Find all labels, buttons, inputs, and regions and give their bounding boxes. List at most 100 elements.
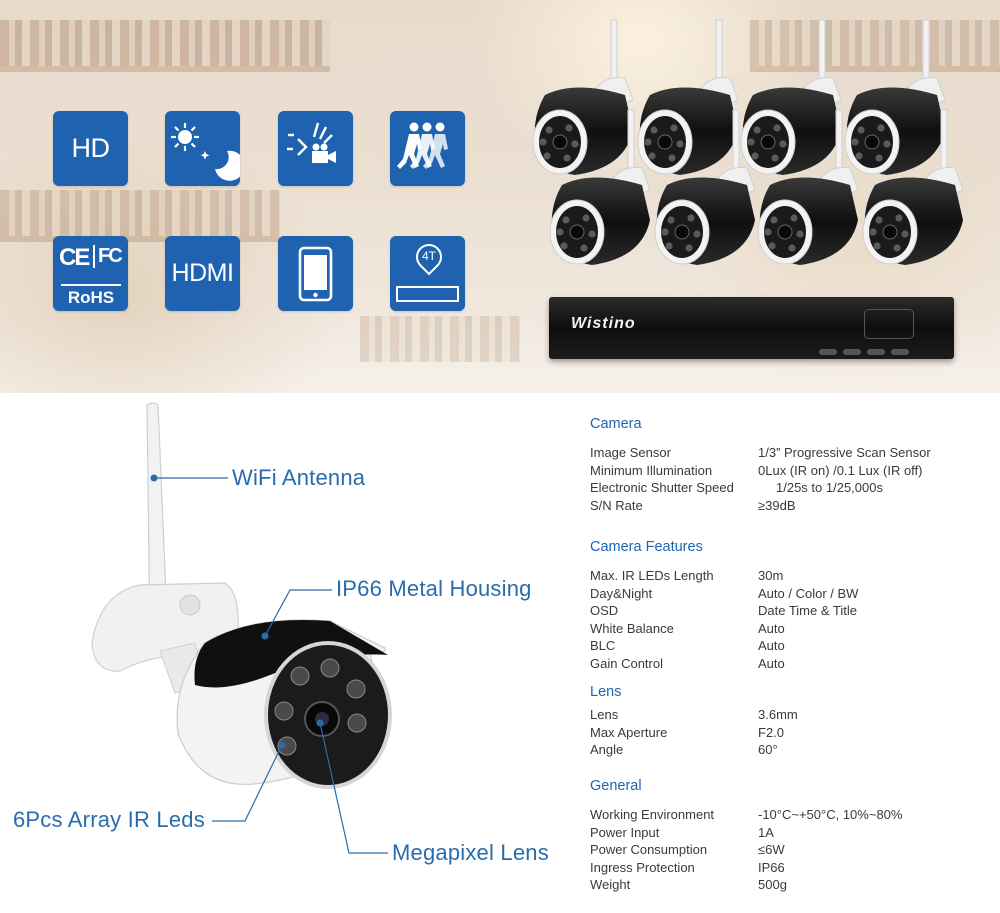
hdmi-icon: HDMI: [165, 236, 240, 311]
bullet-camera: [549, 109, 651, 265]
nvr-buttons: [819, 349, 909, 355]
spec-value: 0Lux (IR on) /0.1 Lux (IR off): [758, 462, 923, 478]
ir-led: [747, 138, 755, 146]
section-title: Lens: [590, 684, 622, 700]
section-title: Camera: [590, 416, 642, 432]
storage-4t-icon: 4T: [390, 236, 465, 311]
spec-row: Working Environment -10°C~+50°C, 10%~80%: [590, 806, 990, 824]
ir-led: [588, 230, 596, 238]
ir-led: [644, 138, 652, 146]
motion-tracking-icon: [390, 111, 465, 186]
spec-label: Image Sensor: [590, 445, 671, 460]
camera-lens: [882, 224, 898, 240]
ir-led: [883, 140, 891, 148]
ir-led: [773, 124, 781, 132]
bookshelf-row: [0, 20, 330, 66]
ir-led: [670, 124, 678, 132]
bookshelf-row: [750, 20, 1000, 66]
spec-value: 30m: [758, 568, 784, 583]
camera-lens: [777, 224, 793, 240]
spec-label: Gain Control: [590, 655, 663, 671]
spec-label: Max. IR LEDs Length: [590, 568, 714, 583]
spec-value: Auto / Color / BW: [758, 585, 859, 601]
camera-lens: [657, 134, 673, 150]
camera-lens: [569, 224, 585, 240]
ir-led: [562, 216, 570, 224]
motion-detection-icon: [278, 111, 353, 186]
ir-led: [855, 152, 863, 160]
callout-lines: [150, 474, 388, 854]
spec-label: Day&Night: [590, 585, 653, 601]
ir-led: [895, 214, 903, 222]
ir-led: [857, 126, 865, 134]
spec-value: ≥39dB: [758, 497, 796, 513]
ir-led: [665, 242, 673, 250]
bullet-camera: [532, 19, 634, 175]
spec-value: ≤6W: [758, 842, 785, 858]
ir-led: [873, 242, 881, 250]
spec-value: Auto: [758, 655, 785, 671]
hard-drive-icon: [396, 286, 459, 302]
spec-label: Working Environment: [590, 807, 715, 822]
spec-row: Day&Night Auto / Color / BW: [590, 585, 990, 603]
spec-value: 1A: [758, 824, 774, 840]
spec-value: -10°C~+50°C, 10%~80%: [758, 807, 903, 822]
spec-row: BLC Auto: [590, 637, 990, 655]
ir-led: [650, 126, 658, 134]
spec-row: S/N Rate ≥39dB: [590, 497, 990, 515]
ir-led: [693, 230, 701, 238]
spec-label: Lens: [590, 707, 619, 722]
ir-led: [764, 228, 772, 236]
ir-led: [685, 244, 693, 252]
spec-row: Power Consumption≤6W: [590, 841, 990, 859]
day-night-icon: [165, 111, 240, 186]
camera-alert-icon: [287, 122, 336, 163]
spec-label: BLC: [590, 638, 616, 654]
certification-icon: CE FC RoHS: [53, 236, 128, 311]
spec-row: Angle 60°: [590, 741, 990, 759]
spec-label: Max Aperture: [590, 724, 668, 740]
callout-ir-leds: 6Pcs Array IR Leds: [13, 807, 205, 832]
ir-led: [687, 214, 695, 222]
spec-value: 60°: [758, 742, 778, 758]
ir-led: [875, 216, 883, 224]
spec-value: 500g: [758, 877, 787, 893]
ir-led: [539, 138, 547, 146]
nvr-recorder: Wistino: [549, 297, 954, 359]
rohs-mark: RoHS: [61, 284, 121, 308]
shelf-board: [0, 236, 280, 242]
spec-row: Weight 500g: [590, 876, 990, 894]
bullet-camera: [654, 109, 756, 265]
nvr-button: [819, 349, 837, 355]
spec-value: Auto: [758, 638, 785, 654]
bookshelf-row: [360, 316, 520, 362]
spec-label: Angle: [590, 742, 624, 758]
spec-label: S/N Rate: [590, 497, 643, 513]
spec-row: Max. IR LEDs Length 30m: [590, 567, 990, 585]
ir-led: [667, 216, 675, 224]
ir-led: [543, 152, 551, 160]
spec-label: OSD: [590, 603, 619, 619]
camera-lens: [760, 134, 776, 150]
ir-led: [770, 216, 778, 224]
shelf-board: [0, 66, 330, 72]
shelf-board: [750, 66, 1000, 72]
spec-section-general: General Working Environment-10°C~+50°C, …: [590, 778, 990, 894]
metal-housing: [194, 619, 388, 688]
ir-led: [556, 228, 564, 236]
ir-led: [560, 242, 568, 250]
ir-led: [563, 154, 571, 162]
spec-row: Lens 3.6mm: [590, 706, 990, 724]
spec-value: 3.6mm: [758, 707, 798, 722]
spec-label: Electronic Shutter Speed: [590, 480, 734, 496]
walking-people-icon: [397, 122, 448, 169]
callout-metal-housing: IP66 Metal Housing: [336, 576, 532, 601]
bullet-camera: [637, 19, 739, 175]
spec-label: Weight: [590, 877, 631, 893]
ir-led: [796, 230, 804, 238]
